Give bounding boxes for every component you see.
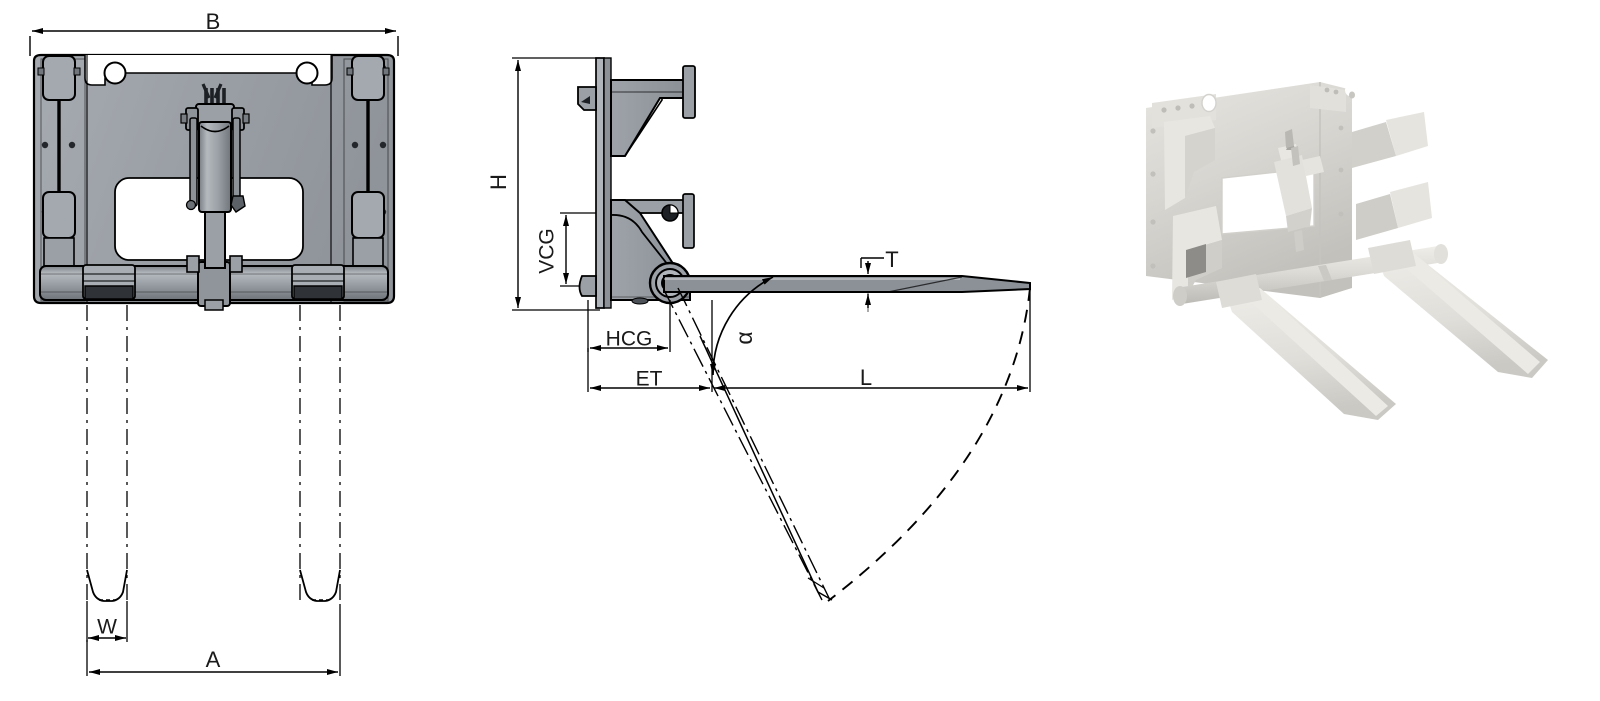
dimension-ET bbox=[587, 300, 713, 392]
label-ET: ET bbox=[636, 368, 663, 391]
label-HCG: HCG bbox=[606, 328, 653, 351]
dimension-W bbox=[86, 601, 128, 642]
fork-swing-phantom bbox=[663, 287, 1031, 602]
iso-render bbox=[1146, 82, 1548, 420]
render-center-cylinder bbox=[1274, 129, 1324, 252]
upper-gusset bbox=[610, 65, 696, 157]
side-view bbox=[512, 57, 1031, 602]
label-VCG: VCG bbox=[536, 228, 559, 274]
slider-block-right bbox=[346, 55, 390, 267]
dimension-H bbox=[512, 57, 600, 311]
dimension-labels: B W A H VCG HCG ET T L α bbox=[97, 9, 899, 672]
fork-hanger-right bbox=[291, 264, 345, 300]
render-hook-lower-left bbox=[1172, 206, 1222, 300]
label-alpha: α bbox=[731, 331, 757, 344]
render-blade-shoulders bbox=[1216, 240, 1416, 308]
dimension-A bbox=[86, 604, 341, 676]
render-hook-upper-right bbox=[1352, 112, 1428, 168]
center-cylinder-assembly bbox=[180, 83, 250, 273]
dimension-HCG bbox=[587, 300, 671, 352]
render-fork-blade-right bbox=[1378, 252, 1548, 378]
slider-block-left bbox=[37, 55, 81, 267]
lift-eye-left bbox=[103, 61, 127, 85]
dimension-B bbox=[29, 28, 399, 56]
dimension-L bbox=[714, 285, 1031, 392]
label-T: T bbox=[885, 247, 898, 272]
fork-blade-side bbox=[663, 275, 1031, 293]
back-plate bbox=[577, 57, 612, 309]
label-L: L bbox=[860, 365, 872, 390]
dimension-T bbox=[860, 257, 884, 312]
render-fork-blade-left bbox=[1226, 288, 1396, 420]
label-B: B bbox=[206, 9, 221, 34]
render-hook-lower-right bbox=[1356, 182, 1432, 240]
label-A: A bbox=[206, 647, 221, 672]
label-W: W bbox=[97, 616, 117, 639]
lift-eye-right bbox=[295, 61, 319, 85]
fork-tip-right bbox=[299, 569, 341, 602]
fork-tip-left bbox=[86, 569, 128, 602]
render-hook-upper-left bbox=[1164, 116, 1215, 210]
fork-hanger-left bbox=[82, 264, 136, 300]
cg-marker bbox=[661, 204, 679, 222]
front-view bbox=[29, 28, 399, 676]
label-H: H bbox=[486, 174, 511, 190]
projection-lines bbox=[86, 305, 341, 600]
